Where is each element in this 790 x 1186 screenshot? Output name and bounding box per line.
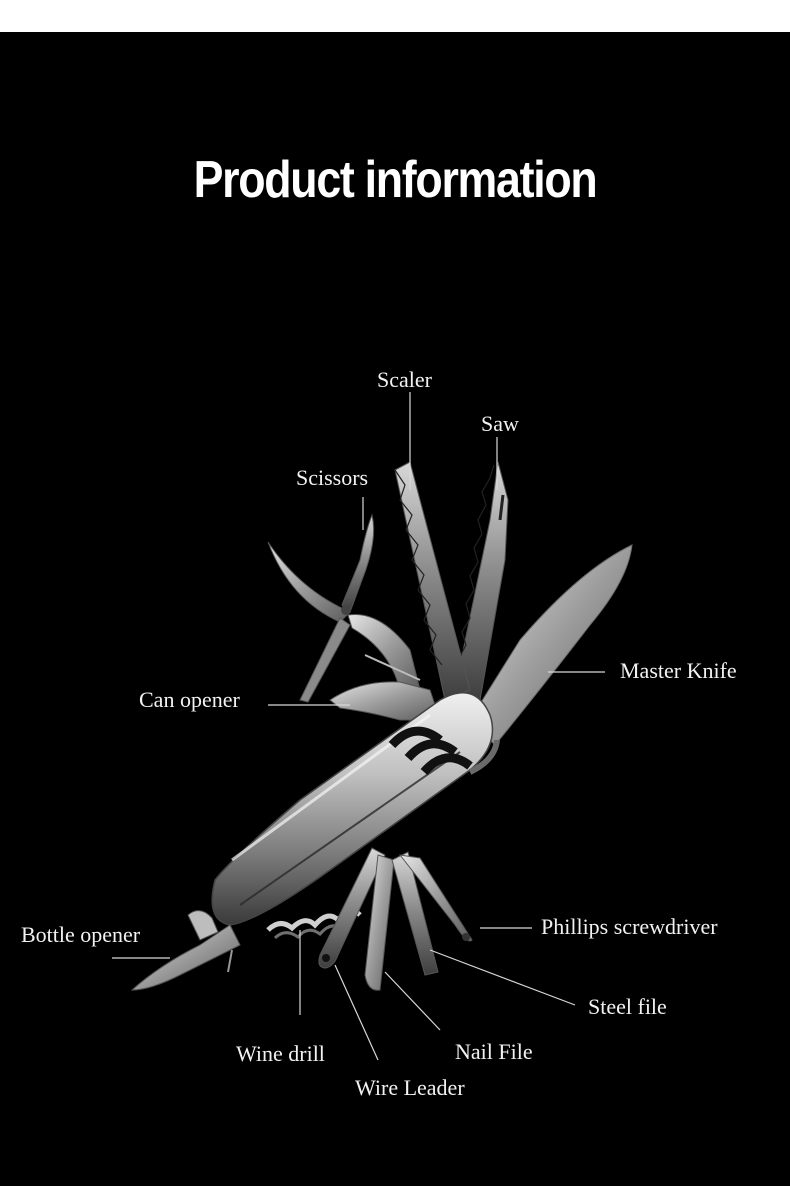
leader-lines: [112, 392, 605, 1061]
label-wire-leader: Wire Leader: [355, 1075, 465, 1100]
scaler-blade: [394, 461, 471, 701]
wire-leader: [318, 847, 386, 969]
label-steel-file: Steel file: [588, 994, 667, 1019]
page-title: Product information: [193, 151, 598, 209]
knife-handle: [211, 692, 500, 926]
nail-file: [364, 854, 395, 991]
scissors: [267, 513, 421, 703]
master-knife-blade: [469, 544, 633, 746]
bottle-opener: [130, 910, 241, 991]
label-bottle-opener: Bottle opener: [21, 922, 141, 947]
can-opener: [329, 654, 441, 721]
label-nail-file: Nail File: [455, 1039, 533, 1064]
label-wine-drill: Wine drill: [236, 1041, 325, 1066]
top-white-band: [0, 0, 790, 32]
label-scissors: Scissors: [296, 465, 369, 490]
label-master-knife: Master Knife: [620, 658, 737, 683]
phillips-screwdriver: [398, 854, 473, 942]
label-can-opener: Can opener: [139, 687, 240, 712]
label-scaler: Scaler: [377, 367, 432, 392]
label-saw: Saw: [481, 411, 519, 436]
steel-file: [391, 851, 439, 976]
label-phillips-screwdriver: Phillips screwdriver: [541, 914, 718, 939]
